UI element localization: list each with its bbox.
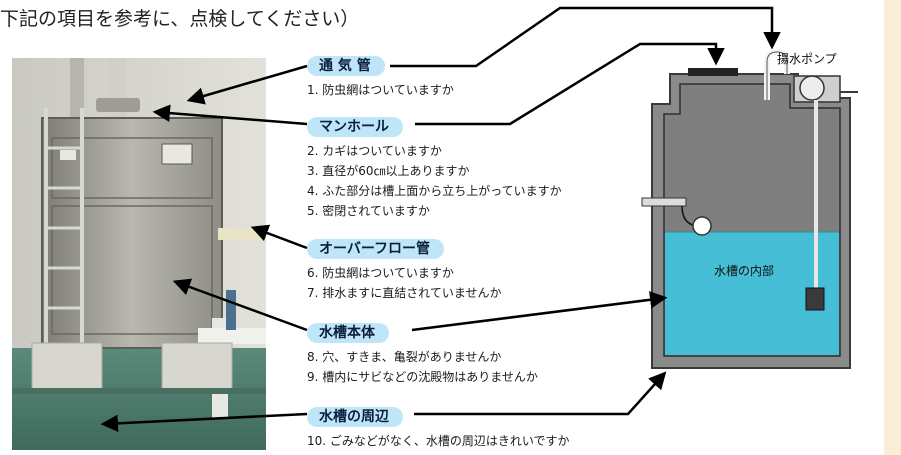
checklist-item: 4. ふた部分は槽上面から立ち上がっていますか [307, 184, 562, 198]
float-ball [692, 216, 712, 236]
side-decoration-strip [884, 0, 901, 455]
section-title: 通 気 管 [307, 56, 385, 76]
checklist-item: 8. 穴、すきま、亀裂がありませんか [307, 350, 502, 364]
checklist-item: 10. ごみなどがなく、水槽の周辺はきれいですか [307, 434, 570, 448]
checklist: 2. カギはついていますか 3. 直径が60㎝以上ありますか 4. ふた部分は槽… [307, 141, 562, 221]
leader-line [172, 278, 308, 332]
checklist: 6. 防虫網はついていますか 7. 排水ますに直結されていませんか [307, 263, 502, 303]
section-title: 水槽本体 [307, 323, 389, 343]
checklist-item: 1. 防虫網はついていますか [307, 83, 454, 97]
leader-line [414, 371, 667, 416]
pump-label: 揚水ポンプ [777, 52, 837, 66]
section-title: オーバーフロー管 [307, 239, 445, 259]
leader-line [186, 64, 308, 105]
section-title: マンホール [307, 117, 403, 137]
leader-line [152, 104, 308, 126]
section-tank-surroundings: 水槽の周辺 10. ごみなどがなく、水槽の周辺はきれいですか [307, 406, 570, 451]
checklist-item: 3. 直径が60㎝以上ありますか [307, 164, 470, 178]
section-tank-body: 水槽本体 8. 穴、すきま、亀裂がありませんか 9. 槽内にサビなどの沈殿物はあ… [307, 322, 538, 387]
checklist: 1. 防虫網はついていますか [307, 80, 454, 100]
checklist-item: 9. 槽内にサビなどの沈殿物はありませんか [307, 370, 538, 384]
leader-line [100, 412, 308, 433]
tank-interior-label: 水槽の内部 [714, 264, 775, 278]
checklist-item: 7. 排水ますに直結されていませんか [307, 286, 502, 300]
checklist: 8. 穴、すきま、亀裂がありませんか 9. 槽内にサビなどの沈殿物はありませんか [307, 347, 538, 387]
manhole-lid [688, 68, 738, 76]
section-ventilation-pipe: 通 気 管 1. 防虫網はついていますか [307, 55, 454, 100]
section-overflow-pipe: オーバーフロー管 6. 防虫網はついていますか 7. 排水ますに直結されていませ… [307, 238, 502, 303]
checklist-item: 5. 密閉されていますか [307, 204, 430, 218]
pump-wheel [799, 75, 825, 101]
overflow-pipe [641, 197, 687, 207]
checklist-item: 6. 防虫網はついていますか [307, 266, 454, 280]
leader-line [390, 6, 781, 68]
checklist: 10. ごみなどがなく、水槽の周辺はきれいですか [307, 431, 570, 451]
leader-line [411, 291, 668, 332]
water-tank-photo [12, 58, 266, 450]
leader-line [415, 42, 725, 126]
section-manhole: マンホール 2. カギはついていますか 3. 直径が60㎝以上ありますか 4. … [307, 116, 562, 221]
intro-text: 下記の項目を参考に、点検してください） [0, 8, 360, 30]
foot-valve [805, 287, 825, 311]
checklist-item: 2. カギはついていますか [307, 144, 442, 158]
section-title: 水槽の周辺 [307, 407, 403, 427]
leader-line [250, 224, 308, 250]
